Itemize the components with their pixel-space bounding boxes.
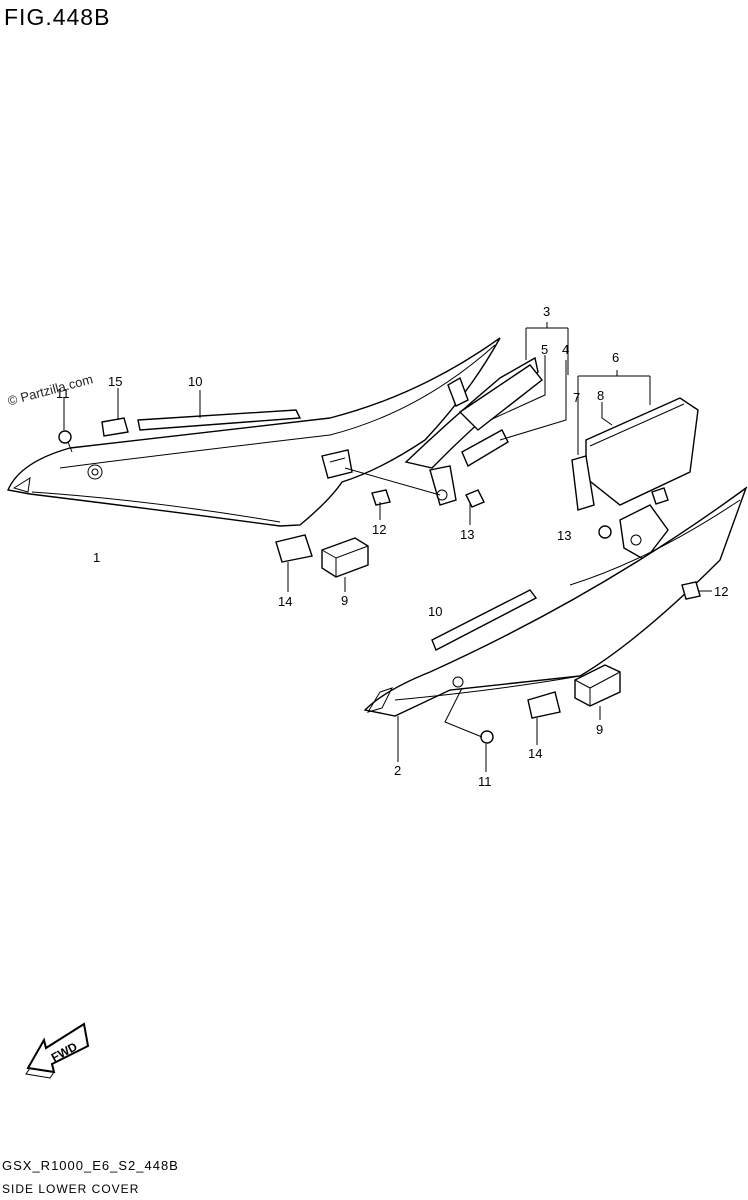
callout-13-right: 13 [557, 528, 571, 543]
part-9-block-left [321, 537, 369, 578]
part-14-pad-left [275, 534, 313, 563]
callout-7: 7 [573, 390, 580, 405]
part-13-bolt-center [465, 489, 485, 508]
grommet-clip [321, 449, 353, 479]
callout-12-left: 12 [372, 522, 386, 537]
part-2-right-cover [363, 486, 748, 717]
part-12-nut-right [681, 581, 701, 600]
figure-title: FIG.448B [4, 4, 111, 30]
callout-14-right: 14 [528, 746, 542, 761]
leader-lines [63, 322, 712, 772]
callout-6: 6 [612, 350, 619, 365]
part-11-screw-right [480, 730, 494, 744]
part-1-left-cover [7, 337, 501, 527]
callout-14-left: 14 [278, 594, 292, 609]
part-9-block-right [574, 664, 621, 707]
callout-1: 1 [93, 550, 100, 565]
callout-labels: 1 2 3 4 5 6 7 8 9 9 10 10 11 11 12 12 13… [56, 304, 728, 789]
callout-3: 3 [543, 304, 550, 319]
part-12-nut-left [371, 489, 391, 506]
callout-10-lower: 10 [428, 604, 442, 619]
callout-4: 4 [562, 342, 569, 357]
callout-15: 15 [108, 374, 122, 389]
callout-10-upper: 10 [188, 374, 202, 389]
callout-8: 8 [597, 388, 604, 403]
part-10-trim-strip-upper [137, 409, 302, 431]
callout-11-upper: 11 [56, 386, 70, 401]
callout-2: 2 [394, 763, 401, 778]
footer-code: GSX_R1000_E6_S2_448B [2, 1158, 179, 1173]
callout-9-left: 9 [341, 593, 348, 608]
footer-name: SIDE LOWER COVER [2, 1182, 140, 1196]
part-14-pad-right [527, 691, 561, 719]
callout-12-right: 12 [714, 584, 728, 599]
part-11-screw-left [58, 430, 73, 453]
part-6-cover-assembly [571, 397, 699, 561]
part-10-trim-strip-lower [431, 589, 538, 651]
callout-9-right: 9 [596, 722, 603, 737]
fwd-arrow: FWD [25, 1022, 90, 1079]
callout-13-center: 13 [460, 527, 474, 542]
part-13-bolt-right [598, 525, 612, 539]
callout-5: 5 [541, 342, 548, 357]
part-15-cushion [101, 417, 129, 437]
part-3-bracket-assembly [404, 356, 543, 506]
callout-11-lower: 11 [478, 774, 492, 789]
